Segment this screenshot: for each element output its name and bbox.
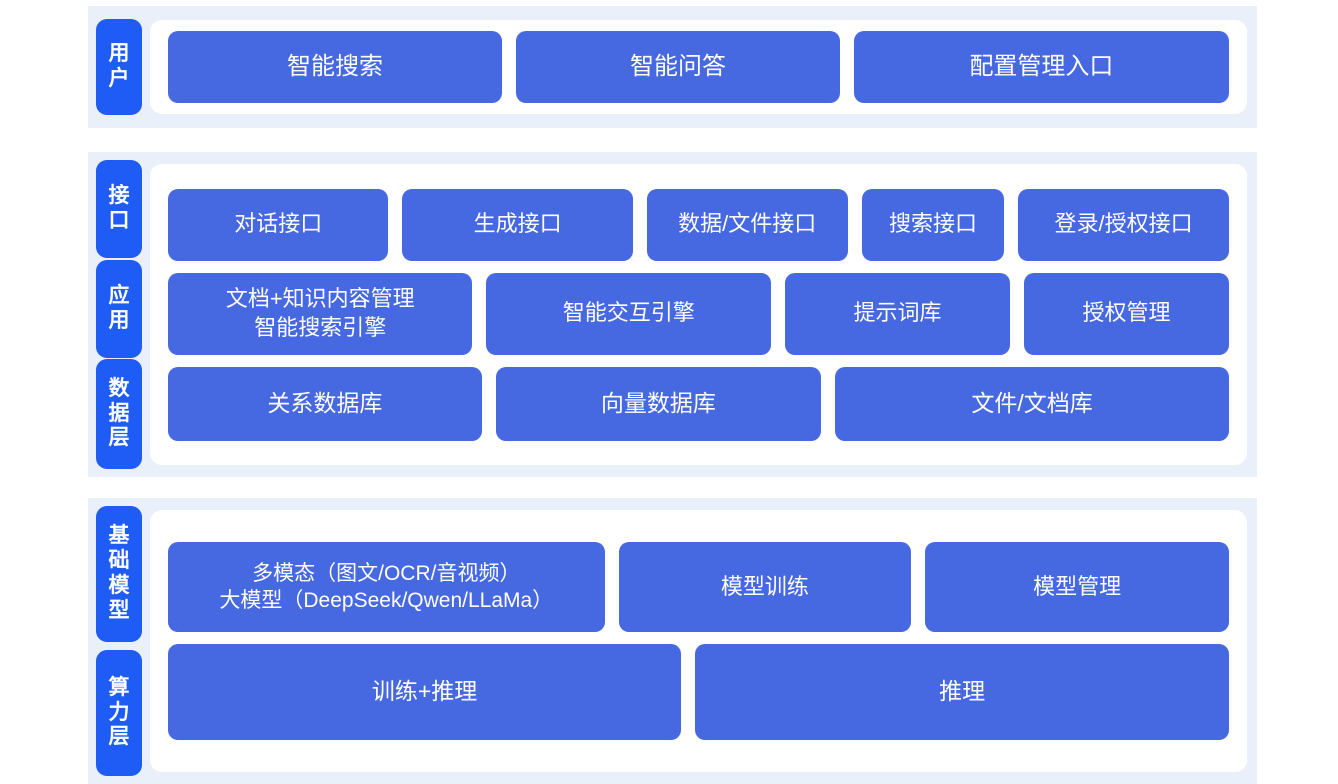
card-search-interface[interactable]: 搜索接口	[861, 188, 1005, 261]
panel-user: 智能搜索 智能问答 配置管理入口	[150, 20, 1247, 114]
card-smart-search[interactable]: 智能搜索	[168, 31, 503, 103]
row-interface: 对话接口 生成接口 数据/文件接口 搜索接口 登录/授权接口	[168, 188, 1229, 261]
card-model-training[interactable]: 模型训练	[618, 542, 912, 632]
section-label-foundation-model-text: 基础模型	[108, 524, 130, 622]
section-label-compute-text: 算力层	[108, 675, 130, 749]
section-label-user: 用户	[96, 19, 142, 115]
row-compute: 训练+推理 推理	[168, 644, 1229, 740]
label-column-middle: 接口 应用 数据层	[88, 152, 150, 477]
card-prompt-library[interactable]: 提示词库	[785, 272, 1010, 355]
card-login-auth-interface[interactable]: 登录/授权接口	[1018, 188, 1229, 261]
label-column-user: 用户	[88, 6, 150, 128]
card-model-management[interactable]: 模型管理	[925, 542, 1229, 632]
card-training-and-inference[interactable]: 训练+推理	[168, 644, 682, 740]
panel-base: 多模态（图文/OCR/音视频） 大模型（DeepSeek/Qwen/LLaMa）…	[150, 510, 1247, 772]
section-label-data: 数据层	[96, 359, 142, 469]
row-user: 智能搜索 智能问答 配置管理入口	[168, 31, 1229, 103]
section-base: 基础模型 算力层 多模态（图文/OCR/音视频） 大模型（DeepSeek/Qw…	[88, 498, 1257, 784]
card-multimodal-large-model[interactable]: 多模态（图文/OCR/音视频） 大模型（DeepSeek/Qwen/LLaMa）	[168, 542, 605, 632]
section-label-application: 应用	[96, 259, 142, 358]
card-inference[interactable]: 推理	[695, 644, 1229, 740]
card-smart-interaction-engine[interactable]: 智能交互引擎	[486, 272, 772, 355]
row-application: 文档+知识内容管理 智能搜索引擎 智能交互引擎 提示词库 授权管理	[168, 272, 1229, 355]
section-label-application-text: 应用	[108, 283, 130, 332]
card-smart-qa[interactable]: 智能问答	[516, 31, 840, 103]
card-file-document-store[interactable]: 文件/文档库	[835, 366, 1230, 441]
card-dialog-interface[interactable]: 对话接口	[168, 188, 389, 261]
label-column-base: 基础模型 算力层	[88, 498, 150, 784]
section-middle: 接口 应用 数据层 对话接口 生成接口 数据/文件接口 搜索接口 登录/授权接口…	[88, 152, 1257, 477]
card-relational-database[interactable]: 关系数据库	[168, 366, 482, 441]
section-label-foundation-model: 基础模型	[96, 506, 142, 642]
card-generation-interface[interactable]: 生成接口	[402, 188, 633, 261]
section-label-user-text: 用户	[108, 42, 130, 90]
section-user: 用户 智能搜索 智能问答 配置管理入口	[88, 6, 1257, 128]
card-document-knowledge-management[interactable]: 文档+知识内容管理 智能搜索引擎	[168, 272, 473, 355]
row-model: 多模态（图文/OCR/音视频） 大模型（DeepSeek/Qwen/LLaMa）…	[168, 542, 1229, 632]
section-label-data-text: 数据层	[108, 376, 130, 450]
card-vector-database[interactable]: 向量数据库	[495, 366, 822, 441]
section-label-compute: 算力层	[96, 650, 142, 776]
section-label-interface-text: 接口	[108, 184, 130, 232]
section-label-interface: 接口	[96, 160, 142, 258]
card-config-management-entry[interactable]: 配置管理入口	[853, 31, 1229, 103]
card-data-file-interface[interactable]: 数据/文件接口	[646, 188, 848, 261]
card-authorization-management[interactable]: 授权管理	[1023, 272, 1229, 355]
row-data: 关系数据库 向量数据库 文件/文档库	[168, 366, 1230, 441]
panel-middle: 对话接口 生成接口 数据/文件接口 搜索接口 登录/授权接口 文档+知识内容管理…	[150, 164, 1247, 465]
